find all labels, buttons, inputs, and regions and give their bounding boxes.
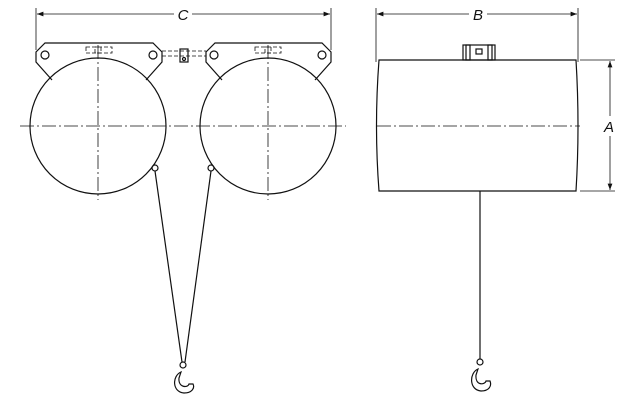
mount-hole-icon <box>209 50 219 60</box>
mount-hole-icon <box>317 50 327 60</box>
dimension-b: B <box>375 7 579 62</box>
hook-icon <box>471 367 492 392</box>
left-rope-hook <box>154 170 212 394</box>
hoist-side-view <box>375 44 580 192</box>
dimension-a: A <box>580 59 615 192</box>
dimension-c: C <box>35 7 332 50</box>
dimension-a-label: A <box>603 119 614 136</box>
right-rope-hook <box>471 191 492 392</box>
hook-icon <box>174 370 195 394</box>
mount-hole-icon <box>40 50 50 60</box>
connector-link <box>162 48 206 63</box>
dimension-c-label: C <box>178 7 189 24</box>
mount-hole-icon <box>148 50 158 60</box>
dimension-b-label: B <box>473 7 483 24</box>
